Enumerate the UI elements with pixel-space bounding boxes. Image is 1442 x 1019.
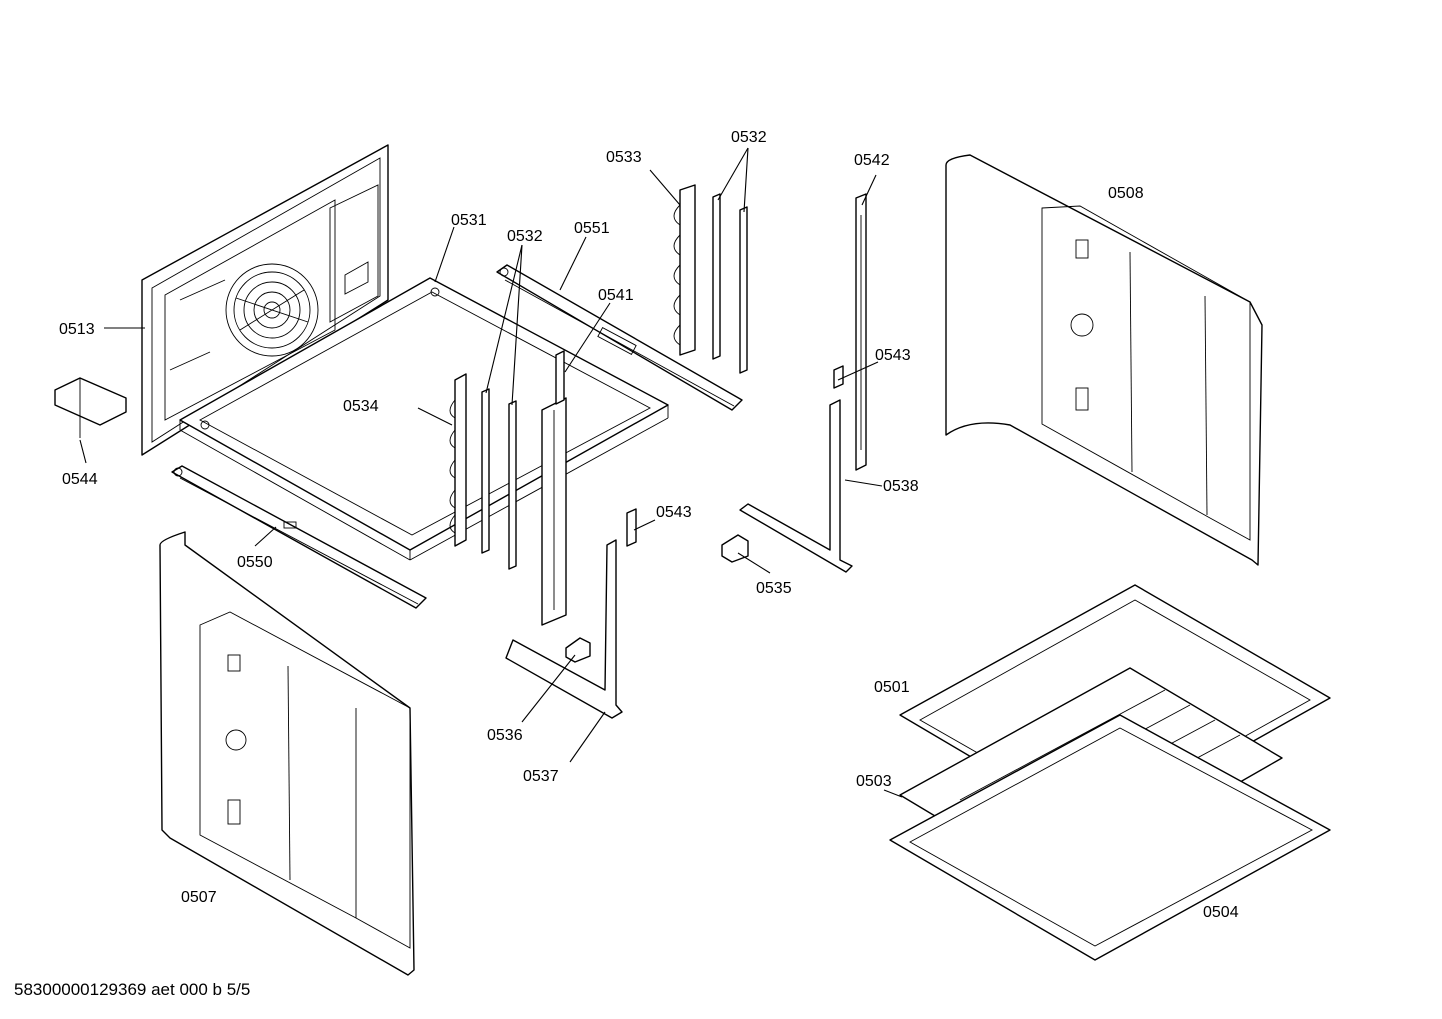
label-0531: 0531 bbox=[451, 212, 487, 229]
part-0531-cavity-floor bbox=[179, 277, 669, 561]
part-0538-l-bracket bbox=[739, 399, 853, 573]
label-0534: 0534 bbox=[343, 398, 379, 415]
label-0536: 0536 bbox=[487, 727, 523, 744]
label-0538: 0538 bbox=[883, 478, 919, 495]
label-0542: 0542 bbox=[854, 152, 890, 169]
label-0532-right: 0532 bbox=[731, 129, 767, 146]
label-0537: 0537 bbox=[523, 768, 559, 785]
part-0550-rail bbox=[171, 465, 427, 609]
label-0535: 0535 bbox=[756, 580, 792, 597]
part-labels: 0513 0544 0550 0507 0531 0532 0551 0541 … bbox=[59, 129, 1239, 921]
part-0542-bracket bbox=[855, 193, 867, 471]
part-0551-rail bbox=[496, 264, 743, 411]
document-reference: 58300000129369 aet 000 b 5/5 bbox=[14, 980, 251, 999]
part-0541-bracket bbox=[541, 350, 567, 626]
part-0543-clip-lower bbox=[626, 508, 637, 547]
part-0544-bracket bbox=[54, 377, 127, 438]
part-0543-clip-upper bbox=[833, 365, 844, 389]
label-0507: 0507 bbox=[181, 889, 217, 906]
part-0507-side-panel bbox=[159, 531, 415, 976]
label-0551: 0551 bbox=[574, 220, 610, 237]
label-0503: 0503 bbox=[856, 773, 892, 790]
label-0543-lower: 0543 bbox=[656, 504, 692, 521]
label-0543-upper: 0543 bbox=[875, 347, 911, 364]
part-0513-back-panel bbox=[141, 144, 389, 456]
leader-lines bbox=[79, 147, 903, 798]
part-0533-shelf-support bbox=[673, 184, 696, 356]
part-0534-shelf-support bbox=[449, 373, 467, 547]
label-0513: 0513 bbox=[59, 321, 95, 338]
part-0536-clip bbox=[565, 637, 591, 663]
label-0532-left: 0532 bbox=[507, 228, 543, 245]
label-0504: 0504 bbox=[1203, 904, 1239, 921]
part-0535-clip bbox=[721, 534, 749, 563]
part-0504-deep-tray bbox=[889, 714, 1331, 961]
label-0544: 0544 bbox=[62, 471, 98, 488]
label-0541: 0541 bbox=[598, 287, 634, 304]
label-0508: 0508 bbox=[1108, 185, 1144, 202]
part-0508-side-panel bbox=[945, 154, 1263, 566]
part-0532-strips-right bbox=[712, 193, 748, 374]
label-0550: 0550 bbox=[237, 554, 273, 571]
label-0501: 0501 bbox=[874, 679, 910, 696]
label-0533: 0533 bbox=[606, 149, 642, 166]
part-0537-l-bracket bbox=[505, 539, 623, 719]
